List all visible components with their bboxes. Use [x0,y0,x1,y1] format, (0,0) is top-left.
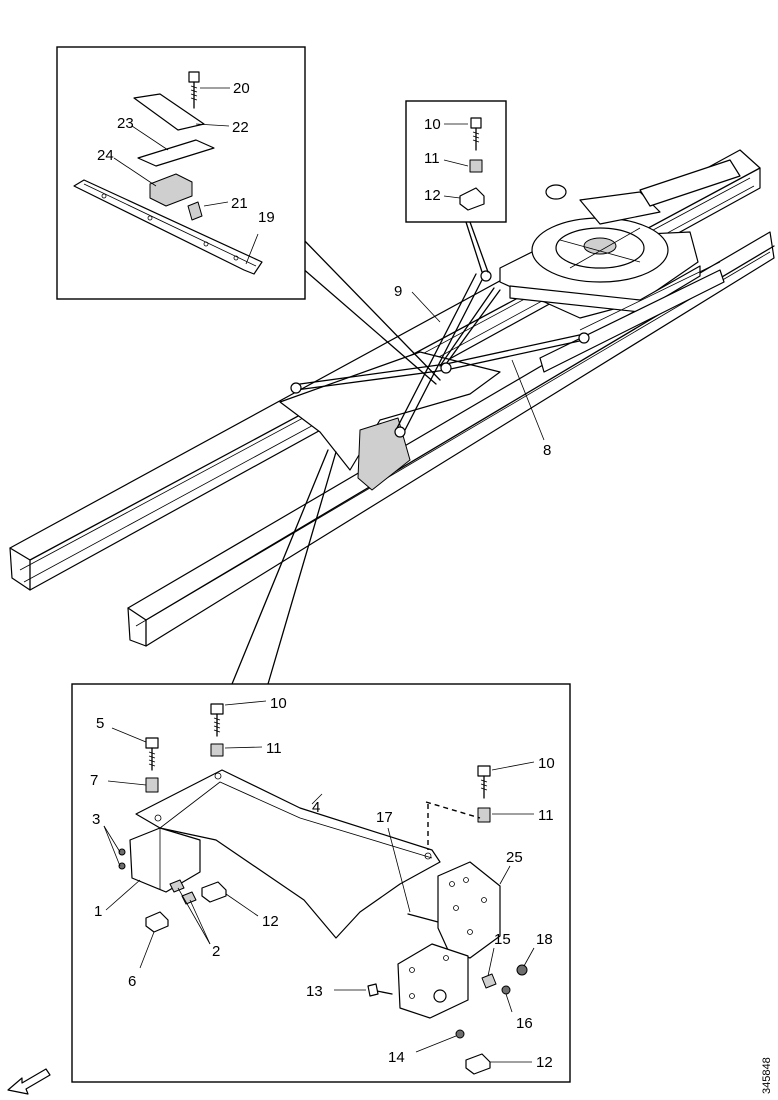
callout-12-a: 12 [262,913,279,930]
bolt-2-a [169,879,185,893]
callout-11-a: 11 [266,740,282,757]
main-chassis-view: 9 8 [9,149,775,685]
callout-21: 21 [231,195,248,212]
callout-2: 2 [212,943,220,960]
crossmember-plate [279,351,501,471]
callout-11-top: 11 [424,150,440,167]
nut-12-b [465,1053,491,1075]
slide-rail [539,269,725,373]
stud-17 [407,913,439,923]
callout-19: 19 [258,209,275,226]
callout-25: 25 [506,849,523,866]
assembly-path-dashed [425,801,481,819]
bolt-10-top [470,117,482,151]
callout-23: 23 [117,115,134,132]
callout-20: 20 [233,80,250,97]
nut-18 [516,964,528,976]
callout-9: 9 [394,283,402,300]
bolt-20 [188,71,200,109]
plate-22 [133,93,205,131]
callout-6: 6 [128,973,136,990]
nut-12-a [201,881,227,903]
callout-10-b: 10 [538,755,555,772]
inset-leader-lines [231,221,489,685]
callout-5: 5 [96,715,104,732]
bracket-plate-4 [135,769,441,939]
spacer-11-b [477,807,491,823]
reference-number: 345848 [761,1057,773,1094]
callout-10-top: 10 [424,116,441,133]
bolt-5 [145,737,159,771]
nut-14 [455,1029,465,1039]
callout-18: 18 [536,931,553,948]
inset-bottom: 10 11 5 7 4 10 11 [71,683,571,1083]
spacer-11-a [210,743,224,757]
direction-arrow-icon [7,1068,51,1095]
callout-13: 13 [306,983,323,1000]
spacer-7 [145,777,159,793]
callout-12-b: 12 [536,1054,553,1071]
callout-11-b: 11 [538,807,554,824]
shim-23 [137,139,215,167]
callout-1: 1 [94,903,102,920]
callout-8: 8 [543,442,551,459]
washer-15 [481,973,497,989]
bushing-21 [187,201,203,221]
bracket-19 [73,179,263,275]
fifth-wheel [499,159,741,319]
callout-16: 16 [516,1015,533,1032]
callout-3: 3 [92,811,100,828]
bolt-13 [367,983,393,997]
callout-12-top: 12 [424,187,441,204]
inset-top-right: 10 11 12 [405,100,507,223]
brace-struts [290,270,590,438]
callout-17: 17 [376,809,393,826]
callout-14: 14 [388,1049,405,1066]
callout-4: 4 [312,799,320,816]
callout-7: 7 [90,772,98,789]
callout-10-a: 10 [270,695,287,712]
nut-6 [145,911,169,933]
washer-16 [501,985,511,995]
inset-top-left: 20 22 23 24 21 19 [56,46,306,300]
lower-bracket-plate [397,943,469,1019]
bolt-10-b [477,765,491,799]
pad-24 [149,173,193,207]
bolt-10-a [210,703,224,737]
callout-15: 15 [494,931,511,948]
nut-12-top [459,187,485,211]
callout-24: 24 [97,147,114,164]
callout-22: 22 [232,119,249,136]
spacer-11-top [469,159,483,173]
